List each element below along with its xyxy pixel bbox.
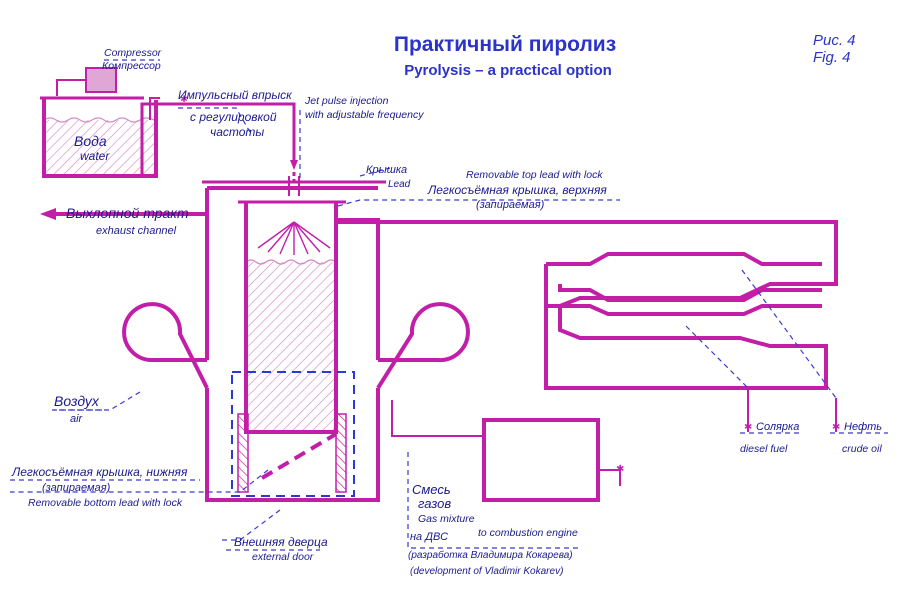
- injection-line: [140, 102, 296, 176]
- label-pulse-ru-1: Импульсный впрыск: [178, 88, 293, 102]
- crude-valve-icon: ✱: [832, 422, 840, 433]
- fig-label-ru: Рис. 4: [813, 32, 856, 49]
- label-exhaust-ru: Выхлопной тракт: [66, 205, 189, 221]
- external-door: [231, 371, 355, 497]
- water-fill: [44, 120, 154, 174]
- water-surface: [43, 117, 155, 123]
- label-gas-en: Gas mixture: [418, 513, 475, 525]
- label-exhaust-en: exhaust channel: [96, 225, 177, 237]
- receiver-tap: [598, 469, 621, 486]
- label-bottom-lead-ru-1: Легкосъёмная крышка, нижняя: [11, 465, 188, 479]
- label-air-ru: Воздух: [54, 393, 100, 409]
- label-dev-ru: (разработка Владимира Кокарева): [408, 549, 573, 561]
- label-bottom-lead-en: Removable bottom lead with lock: [28, 497, 183, 509]
- valve-icon: ✱: [180, 94, 188, 104]
- reactor-right-wall: [338, 218, 380, 360]
- label-diesel-ru: Солярка: [756, 421, 799, 433]
- label-diesel-en: diesel fuel: [740, 443, 788, 455]
- label-pulse-ru-3: частоты: [210, 125, 264, 139]
- condenser-outer: [338, 220, 838, 390]
- injector-nozzle: [288, 176, 300, 196]
- retort-fill: [246, 262, 336, 432]
- label-bottom-lead-ru-2: (запираемая): [42, 482, 111, 494]
- gas-outlet-right: [376, 302, 470, 390]
- label-pulse-en-2: with adjustable frequency: [305, 109, 424, 121]
- leader-gas: [407, 452, 580, 549]
- injection-arrow: [290, 160, 298, 170]
- label-top-lead-ru-2: (запираемая): [476, 199, 545, 211]
- label-door-ru: Внешняя дверца: [234, 535, 328, 549]
- condenser-bottom-run: [558, 284, 822, 302]
- water-outlet: [149, 97, 160, 120]
- label-crude-ru: Нефть: [844, 421, 882, 433]
- label-lid-ru: Крышка: [366, 164, 407, 176]
- label-crude-en: crude oil: [842, 443, 882, 455]
- exhaust-arrow: [40, 208, 56, 220]
- condenser-top-run: [546, 252, 822, 266]
- label-air-en: air: [70, 413, 84, 425]
- diesel-valve-icon: ✱: [744, 422, 752, 433]
- label-lid-en: Lead: [388, 179, 411, 190]
- label-top-lead-en: Removable top lead with lock: [466, 169, 603, 181]
- compressor-line: [56, 79, 86, 96]
- fig-label-en: Fig. 4: [813, 49, 851, 66]
- retort-walls: [244, 202, 338, 434]
- spray-jets: [257, 221, 331, 255]
- leader-door: [220, 509, 281, 541]
- title-en: Pyrolysis – a practical option: [404, 62, 612, 79]
- gas-line: [391, 400, 484, 437]
- water-tank: [42, 98, 158, 178]
- label-engine-ru: на ДВС: [410, 531, 448, 543]
- label-water-en: water: [80, 149, 110, 163]
- label-door-en: external door: [252, 551, 314, 563]
- air-inlet-left: [122, 302, 209, 389]
- label-compressor-ru: Компрессор: [102, 60, 161, 72]
- reactor-bottom: [205, 388, 380, 502]
- label-pulse-en-1: Jet pulse injection: [304, 95, 389, 107]
- label-dev-en: (development of Vladimir Kokarev): [410, 566, 563, 577]
- title-ru: Практичный пиролиз: [394, 33, 616, 56]
- leader-top-lead: [337, 199, 620, 207]
- label-engine-en: to combustion engine: [478, 527, 578, 539]
- label-gas-ru-1: Смесь: [412, 482, 451, 497]
- leader-diesel: [685, 325, 749, 389]
- tap-icon: ✱: [616, 464, 624, 475]
- leader-pulse: [178, 107, 251, 133]
- label-gas-ru-2: газов: [418, 496, 451, 511]
- label-top-lead-ru-1: Легкосъёмная крышка, верхняя: [427, 183, 607, 197]
- leader-bottom-lead: [10, 469, 269, 493]
- bottom-lead-hinge: [260, 432, 338, 480]
- receiver-tank: [482, 418, 600, 502]
- label-pulse-ru-2: с регулировкой: [190, 110, 277, 124]
- label-compressor-en: Compressor: [104, 47, 162, 59]
- label-water-ru: Вода: [74, 133, 107, 149]
